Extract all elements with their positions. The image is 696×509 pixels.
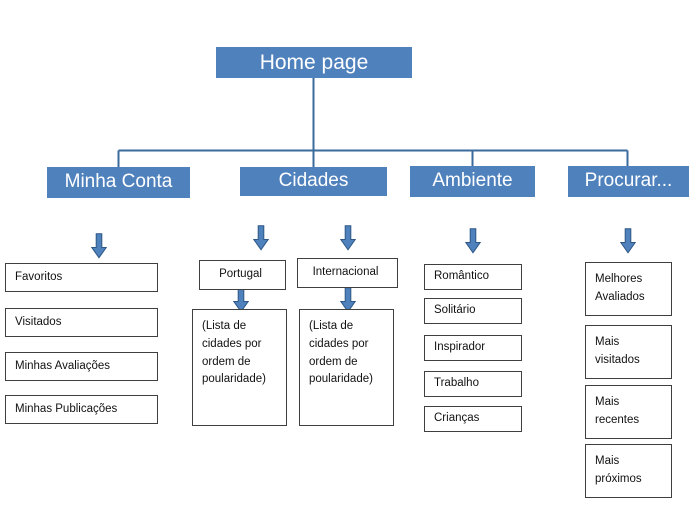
node-melhores-avaliados[interactable]: Melhores Avaliados	[585, 262, 672, 316]
node-portugal[interactable]: Portugal	[199, 260, 286, 290]
arrow-down-icon-procurar	[620, 228, 636, 254]
node-mais-proximos-label: Mais próximos	[595, 455, 642, 485]
node-solitario-label: Solitário	[434, 304, 476, 317]
node-minha-conta-label: Minha Conta	[64, 171, 173, 193]
node-internacional[interactable]: Internacional	[297, 258, 398, 288]
node-procurar[interactable]: Procurar...	[568, 166, 689, 197]
arrow-down-icon-ambiente	[465, 228, 481, 254]
node-mais-visitados[interactable]: Mais visitados	[585, 325, 672, 379]
node-minhas-publicacoes-label: Minhas Publicações	[15, 402, 118, 415]
node-romantico[interactable]: Romântico	[424, 264, 522, 290]
node-lista-cidades-internacional-label: (Lista de cidades por ordem de poularida…	[309, 320, 373, 386]
arrow-down-icon-internacional	[340, 225, 356, 251]
node-home-page-label: Home page	[259, 50, 369, 74]
node-mais-proximos[interactable]: Mais próximos	[585, 444, 672, 498]
node-criancas[interactable]: Crianças	[424, 406, 522, 432]
node-ambiente-label: Ambiente	[432, 170, 513, 192]
node-lista-cidades-portugal[interactable]: (Lista de cidades por ordem de poularida…	[192, 309, 287, 426]
node-trabalho[interactable]: Trabalho	[424, 371, 522, 397]
node-mais-recentes[interactable]: Mais recentes	[585, 385, 672, 439]
node-internacional-label: Internacional	[312, 266, 379, 279]
node-ambiente[interactable]: Ambiente	[410, 166, 535, 197]
node-cidades[interactable]: Cidades	[240, 167, 387, 196]
node-trabalho-label: Trabalho	[434, 377, 479, 390]
node-favoritos-label: Favoritos	[15, 270, 63, 283]
node-visitados[interactable]: Visitados	[5, 308, 158, 337]
node-home-page[interactable]: Home page	[216, 47, 412, 78]
arrow-down-icon-minha-conta	[91, 233, 107, 259]
node-portugal-label: Portugal	[219, 268, 262, 281]
arrow-down-icon-cidades	[253, 225, 269, 251]
node-solitario[interactable]: Solitário	[424, 298, 522, 324]
node-mais-recentes-label: Mais recentes	[595, 396, 640, 426]
node-favoritos[interactable]: Favoritos	[5, 263, 158, 292]
node-visitados-label: Visitados	[15, 315, 62, 328]
node-romantico-label: Romântico	[434, 270, 489, 283]
node-melhores-avaliados-label: Melhores Avaliados	[595, 273, 645, 303]
node-lista-cidades-portugal-label: (Lista de cidades por ordem de poularida…	[202, 320, 266, 386]
node-procurar-label: Procurar...	[584, 170, 673, 192]
arrow-down-icon-internacional-list	[340, 287, 356, 313]
node-cidades-label: Cidades	[278, 170, 349, 192]
node-minha-conta[interactable]: Minha Conta	[47, 167, 190, 198]
node-criancas-label: Crianças	[434, 412, 480, 425]
node-inspirador[interactable]: Inspirador	[424, 335, 522, 361]
node-minhas-publicacoes[interactable]: Minhas Publicações	[5, 395, 158, 424]
node-lista-cidades-internacional[interactable]: (Lista de cidades por ordem de poularida…	[299, 309, 394, 426]
arrow-down-icon-portugal-list	[233, 287, 249, 313]
node-mais-visitados-label: Mais visitados	[595, 336, 640, 366]
node-minhas-avaliacoes-label: Minhas Avaliações	[15, 359, 111, 372]
node-inspirador-label: Inspirador	[434, 341, 486, 354]
node-minhas-avaliacoes[interactable]: Minhas Avaliações	[5, 352, 158, 381]
